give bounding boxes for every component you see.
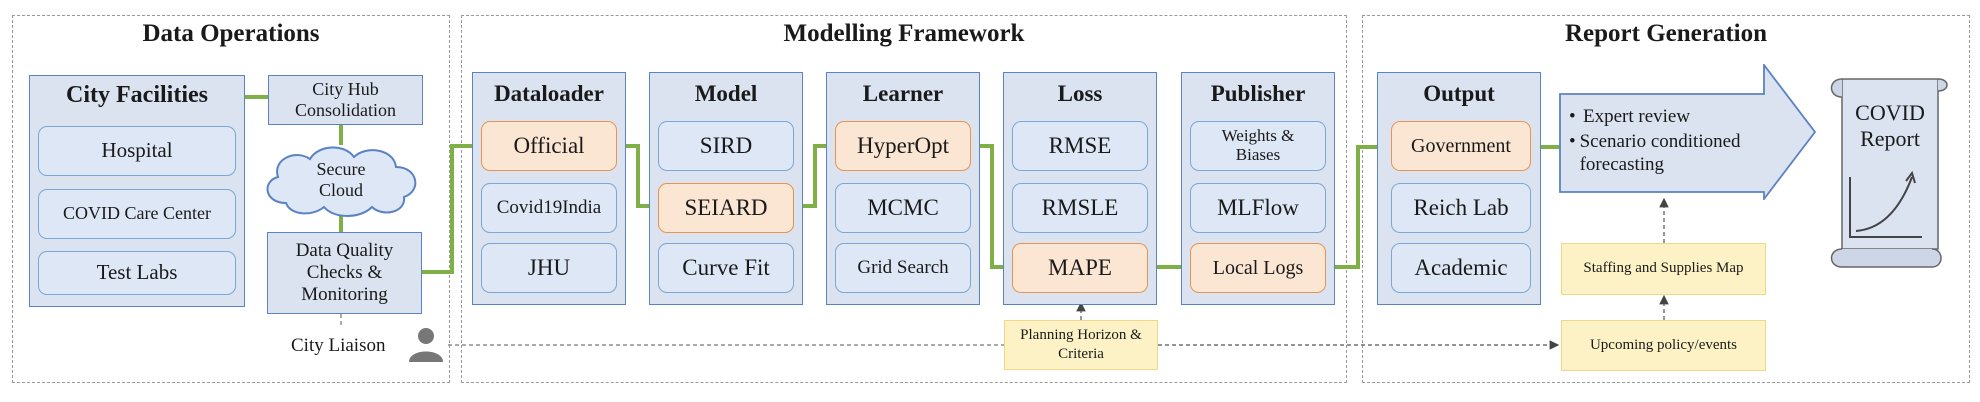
- connector-locallogs-government: [1325, 145, 1391, 269]
- arrow-item-expert-review-text: Expert review: [1583, 106, 1691, 127]
- section-modelling-framework: [461, 15, 1347, 383]
- model-curve-fit: Curve Fit: [658, 243, 794, 293]
- learner-hyperopt: HyperOpt: [835, 121, 971, 171]
- dataloader-panel: Dataloader Official Covid19India JHU: [472, 72, 626, 305]
- person-icon: [409, 328, 443, 362]
- city-facilities-panel: City Facilities Hospital COVID Care Cent…: [29, 75, 245, 307]
- secure-cloud-label: Secure Cloud: [316, 159, 366, 200]
- city-facilities-title: City Facilities: [66, 82, 208, 108]
- output-academic: Academic: [1391, 243, 1531, 293]
- publisher-title: Publisher: [1210, 81, 1306, 106]
- city-liaison-label: City Liaison: [291, 335, 386, 356]
- arrow-item-scenario-text: Scenario conditioned forecasting: [1579, 130, 1741, 175]
- secure-cloud-icon: [266, 146, 417, 217]
- loss-panel: Loss RMSE RMSLE MAPE: [1003, 72, 1157, 305]
- learner-grid-search: Grid Search: [835, 243, 971, 293]
- loss-rmsle: RMSLE: [1012, 183, 1148, 233]
- section-title-data-operations: Data Operations: [142, 20, 320, 47]
- connector-official-seiard: [616, 144, 659, 208]
- publisher-mlflow: MLFlow: [1190, 183, 1326, 233]
- covid-report-label: COVID Report: [1855, 100, 1925, 152]
- model-panel: Model SIRD SEIARD Curve Fit: [649, 72, 803, 305]
- upcoming-policy-note: Upcoming policy/events: [1561, 320, 1766, 371]
- staffing-supplies-note: Staffing and Supplies Map: [1561, 243, 1766, 295]
- output-panel: Output Government Reich Lab Academic: [1377, 72, 1541, 305]
- model-seiard: SEIARD: [658, 183, 794, 233]
- publisher-panel: Publisher Weights & Biases MLFlow Local …: [1181, 72, 1335, 305]
- city-hub-consolidation: City Hub Consolidation: [268, 75, 423, 125]
- model-title: Model: [694, 81, 758, 106]
- dataloader-jhu: JHU: [481, 243, 617, 293]
- section-title-report-generation: Report Generation: [1564, 20, 1768, 47]
- planning-horizon-note: Planning Horizon & Criteria: [1004, 320, 1158, 370]
- learner-mcmc: MCMC: [835, 183, 971, 233]
- dataloader-title: Dataloader: [494, 81, 604, 106]
- learner-panel: Learner HyperOpt MCMC Grid Search: [826, 72, 980, 305]
- section-report-generation: [1362, 15, 1970, 383]
- scroll-report-icon: [1830, 78, 1948, 268]
- output-government: Government: [1391, 121, 1531, 171]
- output-reich-lab: Reich Lab: [1391, 183, 1531, 233]
- loss-rmse: RMSE: [1012, 121, 1148, 171]
- dataloader-official: Official: [481, 121, 617, 171]
- learner-title: Learner: [862, 81, 944, 106]
- arrow-item-scenario: •Scenario conditioned forecasting: [1569, 131, 1769, 177]
- output-title: Output: [1423, 81, 1495, 106]
- data-quality-checks: Data Quality Checks & Monitoring: [267, 232, 422, 314]
- publisher-local-logs: Local Logs: [1190, 243, 1326, 293]
- dataloader-covid19india: Covid19India: [481, 183, 617, 233]
- facility-test-labs: Test Labs: [38, 251, 236, 295]
- facility-hospital: Hospital: [38, 126, 236, 176]
- forecast-arrow-shape: [1559, 64, 1817, 200]
- facility-covid-care-center: COVID Care Center: [38, 189, 236, 239]
- loss-mape: MAPE: [1012, 243, 1148, 293]
- connector-quality-official: [422, 144, 482, 274]
- section-data-operations: [12, 15, 450, 383]
- arrow-item-expert-review: •Expert review: [1569, 106, 1691, 127]
- model-sird: SIRD: [658, 121, 794, 171]
- forecast-arrow-list: •Expert review •Scenario conditioned for…: [1569, 106, 1769, 176]
- loss-title: Loss: [1057, 81, 1103, 106]
- section-title-modelling-framework: Modelling Framework: [783, 20, 1025, 47]
- publisher-weights-biases: Weights & Biases: [1190, 121, 1326, 171]
